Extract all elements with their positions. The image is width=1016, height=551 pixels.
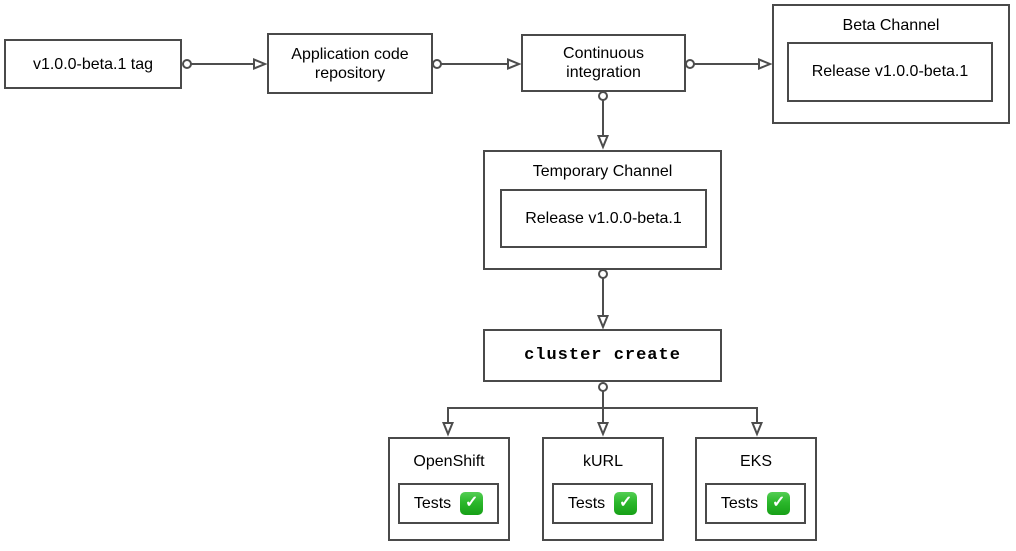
- group-title: OpenShift: [413, 453, 485, 470]
- group-temporary-channel: Temporary Channel Release v1.0.0-beta.1: [483, 150, 722, 270]
- edge-repo-ci: [432, 58, 522, 70]
- edge-tag-repo: [182, 58, 268, 70]
- tests-label: Tests: [413, 494, 452, 512]
- green-check-icon: ✓: [460, 492, 484, 515]
- node-label: Application code repository: [291, 45, 409, 82]
- node-label: Release v1.0.0-beta.1: [811, 63, 969, 80]
- node-label: Release v1.0.0-beta.1: [525, 209, 682, 227]
- node-openshift-tests: Tests ✓: [398, 483, 499, 524]
- group-title: Beta Channel: [842, 17, 940, 34]
- green-check-icon: ✓: [767, 492, 791, 515]
- node-label: cluster create: [524, 346, 681, 365]
- node-label: v1.0.0-beta.1 tag: [32, 55, 154, 73]
- node-beta-release: Release v1.0.0-beta.1: [787, 42, 993, 102]
- node-temporary-release: Release v1.0.0-beta.1: [500, 189, 707, 248]
- node-cluster-create: cluster create: [483, 329, 722, 382]
- group-kurl: kURL Tests ✓: [542, 437, 664, 541]
- node-version-tag: v1.0.0-beta.1 tag: [4, 39, 182, 89]
- node-eks-tests: Tests ✓: [705, 483, 806, 524]
- group-eks: EKS Tests ✓: [695, 437, 817, 541]
- node-kurl-tests: Tests ✓: [552, 483, 653, 524]
- edge-cluster-create-branches: [442, 382, 763, 437]
- node-continuous-integration: Continuous integration: [521, 34, 686, 92]
- group-title: Temporary Channel: [532, 163, 673, 180]
- node-application-code-repository: Application code repository: [267, 33, 433, 94]
- green-check-icon: ✓: [614, 492, 638, 515]
- node-label: Continuous integration: [563, 45, 644, 81]
- edge-temporary-channel-cluster-create: [597, 269, 609, 330]
- group-title: EKS: [739, 453, 772, 470]
- tests-label: Tests: [720, 494, 759, 512]
- group-title: kURL: [582, 453, 623, 470]
- tests-label: Tests: [567, 494, 606, 512]
- group-beta-channel: Beta Channel Release v1.0.0-beta.1: [772, 4, 1010, 124]
- edge-ci-temporary-channel: [597, 91, 609, 150]
- group-openshift: OpenShift Tests ✓: [388, 437, 510, 541]
- edge-ci-beta-channel: [685, 58, 773, 70]
